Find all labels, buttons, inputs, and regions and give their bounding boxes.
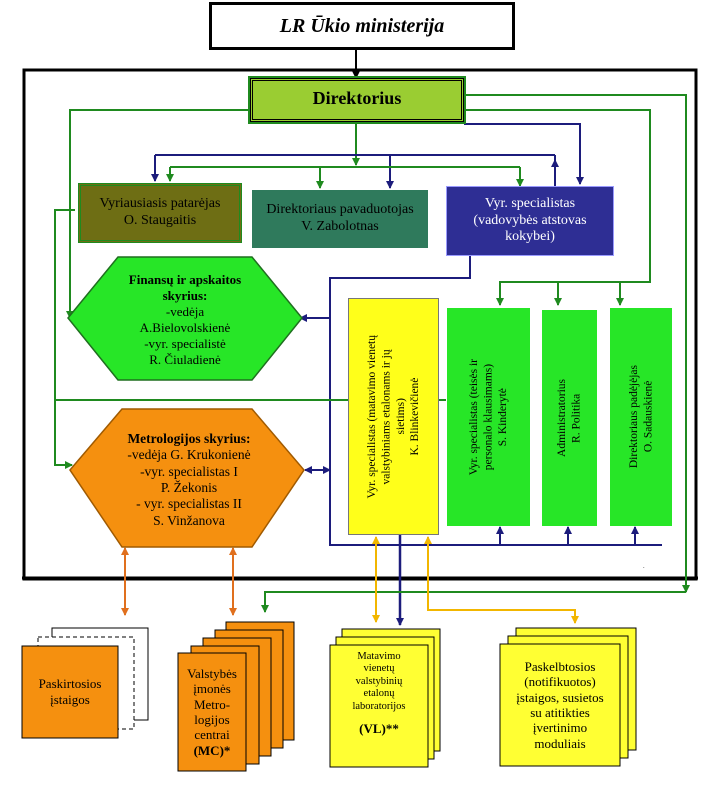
finance-department-line-1: -vedėja [165, 304, 205, 320]
etalon-specialist-line-3: sietims) [394, 398, 407, 435]
director-box: Direktorius [248, 76, 466, 124]
quality-specialist-line-2: (vadovybės atstovas [473, 212, 587, 228]
metrology-department-line-3: P. Žekonis [160, 480, 218, 495]
etalon-specialist-name: K. Blinkevičienė [408, 377, 421, 456]
legal-specialist-name: S. Kinderytė [496, 387, 509, 447]
deputy-director-title: Direktoriaus pavaduotojas [266, 202, 414, 218]
labs-line-4: etalonų [363, 688, 395, 700]
director-left-connectors [54, 109, 250, 469]
director-right-connectors [464, 94, 690, 593]
finance-department-line-4: R. Čiuladienė [149, 351, 221, 367]
state-enterprises-stack [177, 621, 295, 772]
appointed-line-2: įstaigos [50, 692, 90, 707]
state-enterprises-line-5: centrai [194, 727, 230, 743]
administrator-title: Administratorius [556, 379, 569, 457]
director-distribution-lines [151, 118, 556, 189]
administrator-name: R. Politika [570, 393, 583, 443]
appointed-institutions-label: Paskirtosios įstaigos [22, 646, 118, 738]
notified-institutions-stack [499, 627, 637, 767]
finance-department-line-3: -vyr. specialistė [144, 335, 226, 351]
chief-advisor-name: O. Staugaitis [123, 213, 197, 228]
yellow-arrow-notified [424, 536, 579, 624]
quality-specialist-box: Vyr. specialistas (vadovybės atstovas ko… [446, 186, 614, 256]
metrology-department-line-2: -vyr. specialistas I [140, 463, 238, 479]
labs-line-3: valstybinių [355, 675, 403, 687]
quality-specialist-line-3: kokybei) [505, 229, 555, 245]
labs-stack [329, 628, 441, 768]
metrology-department-hexagon [69, 408, 305, 548]
state-enterprises-line-2: įmonės [193, 681, 231, 697]
notified-line-2: (notifikuotos) [524, 674, 596, 690]
etalon-specialist-line-1: Vyr. specialistas (matavimo vienetų [365, 334, 378, 499]
deputy-director-box: Direktoriaus pavaduotojas V. Zabolotnas [252, 190, 428, 248]
quality-specialist-line-1: Vyr. specialistas [484, 195, 576, 211]
svg-text:.: . [643, 564, 645, 570]
legal-specialist-box: Vyr. specialistas (teisės ir personalo k… [447, 308, 530, 526]
finance-department-hexagon [67, 256, 303, 381]
state-enterprises-line-3: Metro- [193, 696, 231, 712]
director-label: Direktorius [312, 88, 402, 108]
etalon-specialist-box: Vyr. specialistas (matavimo vienetų vals… [348, 298, 439, 535]
state-enterprises-label: Valstybės įmonės Metro- logijos centrai … [178, 653, 246, 771]
finance-department-title-2: skyrius: [162, 288, 208, 304]
appointed-institutions-stack [21, 627, 149, 739]
notified-line-5: įvertinimo [532, 720, 588, 736]
ministry-box: LR Ūkio ministerija [209, 2, 515, 50]
metrology-department-title: Metrologijos skyrius: [127, 430, 251, 446]
director-assistant-box: Direktoriaus padėjėjas O. Sadauskienė [610, 308, 672, 526]
finance-department-title-1: Finansų ir apskaitos [128, 272, 242, 288]
metrology-department-text: Metrologijos skyrius: -vedėja G. Krukoni… [104, 425, 274, 535]
state-enterprises-line-1: Valstybės [187, 666, 237, 682]
administrator-box: Administratorius R. Politika [542, 310, 597, 526]
labs-abbrev: (VL)** [359, 720, 399, 736]
metrology-department-line-4: - vyr. specialistas II [136, 496, 242, 512]
etalon-specialist-line-2: valstybiniams etalonams ir jų [380, 348, 393, 485]
labs-line-1: Matavimo [357, 651, 401, 662]
labs-line-2: vienetų [363, 663, 395, 675]
appointed-line-1: Paskirtosios [38, 676, 102, 692]
chief-advisor-title: Vyriausiasis patarėjas [99, 196, 221, 212]
director-assistant-title: Direktoriaus padėjėjas [627, 365, 640, 469]
deputy-director-name: V. Zabolotnas [301, 219, 379, 234]
notified-line-4: su atitikties [530, 705, 590, 720]
metrology-department-line-5: S. Vinžanova [153, 512, 225, 528]
ministry-label: LR Ūkio ministerija [279, 15, 445, 37]
notified-line-1: Paskelbtosios [524, 659, 596, 675]
notified-line-6: moduliais [534, 735, 586, 751]
metrology-department-line-1: -vedėja G. Krukonienė [127, 447, 251, 463]
chief-advisor-box: Vyriausiasis patarėjas O. Staugaitis [78, 183, 242, 243]
finance-department-text: Finansų ir apskaitos skyrius: -vedėja A.… [100, 264, 270, 376]
director-assistant-name: O. Sadauskienė [642, 381, 654, 453]
state-enterprises-line-4: logijos [194, 712, 230, 727]
legal-specialist-line-1: Vyr. specialistas (teisės ir [467, 358, 480, 476]
state-enterprises-abbrev: (MC)* [193, 742, 231, 758]
notified-line-3: įstaigos, susietos [516, 689, 604, 705]
notified-institutions-label: Paskelbtosios (notifikuotos) įstaigos, s… [500, 644, 620, 766]
finance-department-line-2: A.Bielovolskienė [139, 320, 231, 335]
labs-line-5: laboratorijos [352, 700, 406, 712]
labs-label: Matavimo vienetų valstybinių etalonų lab… [330, 645, 428, 767]
legal-specialist-line-2: personalo klausimams) [482, 363, 495, 471]
